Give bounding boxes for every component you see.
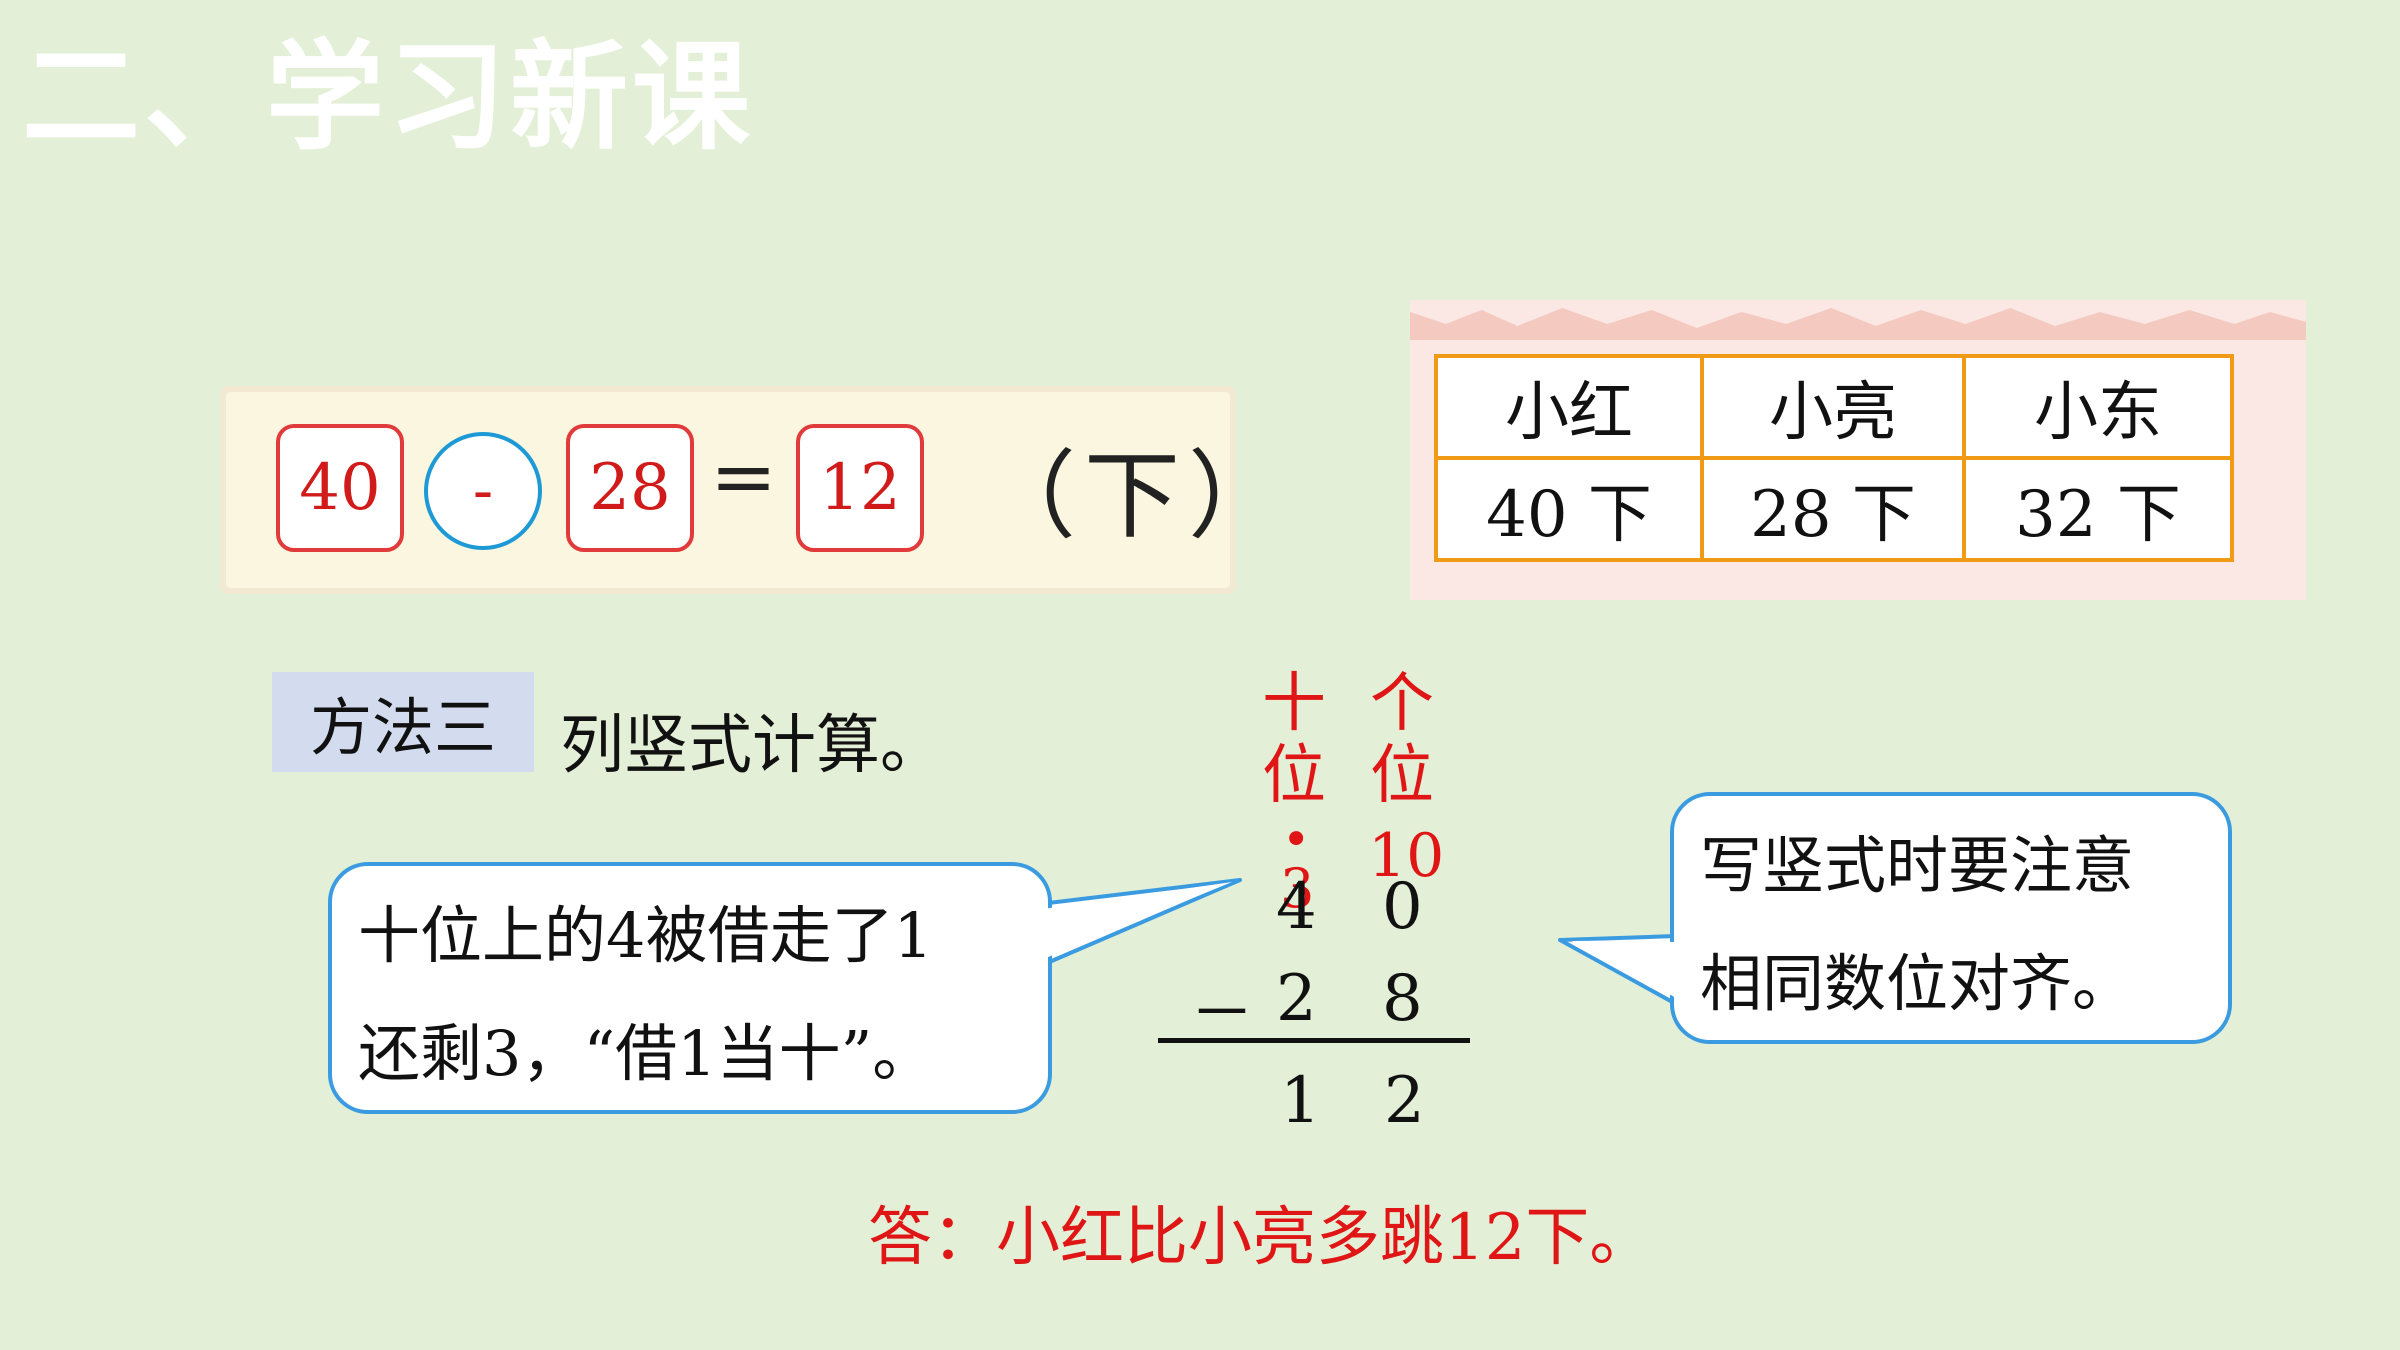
method-description: 列竖式计算。 (560, 709, 944, 783)
right-bubble-line-2: 相同数位对齐。 (1700, 947, 2135, 1020)
subtrahend-ones-digit: 8 (1382, 962, 1423, 1036)
value-xiaodong: 32 下 (1962, 456, 2234, 562)
table-value-row: 40 下 28 下 32 下 (1434, 456, 2234, 562)
ones-after-borrow: 10 (1368, 821, 1445, 891)
result-tens-digit: 1 (1280, 1064, 1321, 1138)
header-xiaoliang: 小亮 (1700, 354, 1966, 460)
subtrahend-box: 28 (566, 424, 694, 552)
method-tag: 方法三 (272, 672, 534, 772)
tens-label-1: 十 (1262, 667, 1326, 741)
header-xiaohong: 小红 (1434, 354, 1704, 460)
subtrahend-tens-digit: 2 (1276, 962, 1317, 1036)
unit-label: （下） (980, 440, 1292, 552)
operator-circle: - (424, 432, 542, 550)
value-xiaoliang: 28 下 (1700, 456, 1966, 562)
right-speech-bubble (1670, 792, 2232, 1044)
minuend-tens-digit: 4 (1276, 870, 1317, 944)
tens-label-2: 位 (1262, 739, 1326, 813)
borrow-dot: • (1282, 812, 1311, 868)
ones-label-1: 个 (1370, 667, 1434, 741)
value-xiaohong: 40 下 (1434, 456, 1704, 562)
left-bubble-line-2: 还剩3，“借1当十”。 (358, 1017, 935, 1090)
page-title: 二、学习新课 (22, 28, 755, 166)
jump-count-table: 小红 小亮 小东 40 下 28 下 32 下 (1434, 354, 2234, 562)
left-speech-bubble (328, 862, 1052, 1114)
tens-after-borrow: 3 (1280, 857, 1315, 920)
left-bubble-line-1: 十位上的4被借走了1 (358, 899, 933, 972)
answer-text: 答：小红比小亮多跳12下。 (868, 1201, 1654, 1275)
header-xiaodong: 小东 (1962, 354, 2234, 460)
equals-sign: = (710, 430, 778, 523)
result-box: 12 (796, 424, 924, 552)
right-bubble-line-1: 写竖式时要注意 (1700, 829, 2135, 902)
ones-label-2: 位 (1370, 739, 1434, 813)
sum-line (1158, 1038, 1470, 1043)
minuend-ones-digit: 0 (1382, 870, 1423, 944)
table-header-row: 小红 小亮 小东 (1434, 354, 2234, 460)
minuend-box: 40 (276, 424, 404, 552)
result-ones-digit: 2 (1384, 1064, 1425, 1138)
